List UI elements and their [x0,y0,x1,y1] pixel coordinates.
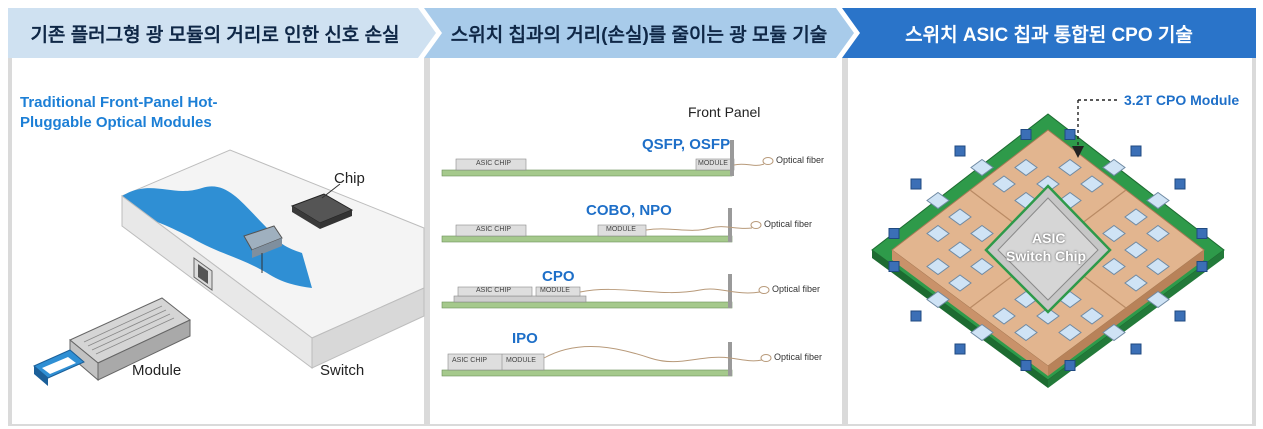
row2-fiber-label: Optical fiber [764,219,813,229]
cpo-fiber-connector [1064,129,1076,140]
chip-label: Chip [334,170,365,187]
row4-fiber-label: Optical fiber [774,352,823,362]
cpo-fiber-connector [1064,360,1076,371]
cpo-module-tile [1014,158,1038,177]
cpo-illustration [871,99,1225,388]
cpo-module-tile [948,208,972,226]
switch-illustration [33,149,425,386]
cpo-module-tile [1102,257,1126,276]
header-1-text: 기존 플러그형 광 모듈의 거리로 인한 신호 손실 [30,24,400,46]
panel-pluggable: Traditional Front-Panel Hot- Pluggable O… [12,58,425,424]
cpo-module-tile [1058,323,1082,342]
cpo-module-tile [1080,307,1104,325]
row-ipo-label: IPO [512,330,538,347]
front-panel-label: Front Panel [688,104,761,120]
asic-chip-label-2: Switch Chip [1006,248,1087,264]
cpo-module-tile [1058,158,1082,177]
cpo-module-tile [926,224,950,243]
cpo-fiber-connector [954,145,966,157]
cpo-module-tile [926,290,950,309]
cpo-module-tile [1102,224,1126,243]
cpo-fiber-connector [1174,310,1186,322]
panel1-title-line1: Traditional Front-Panel Hot- [20,94,218,111]
module-label: Module [132,362,182,379]
switch-label: Switch [320,362,365,379]
cpo-fiber-connector [1020,360,1032,371]
cpo-fiber-connector [1020,129,1032,140]
row1-module-label: MODULE [698,160,728,167]
cpo-fiber-connector [888,261,900,272]
cpo-fiber-connector [910,178,922,190]
cpo-module-tile [970,224,994,243]
cpo-module-tile [992,175,1016,193]
cpo-module-tile [1146,224,1170,243]
cpo-module-tile [970,158,994,177]
cpo-fiber-connector [1130,343,1142,355]
row1-asic-label: ASIC CHIP [476,160,512,167]
row-cobo-label: COBO, NPO [586,202,672,219]
header-3: 스위치 ASIC 칩과 통합된 CPO 기술 [842,8,1256,58]
module-diagram [441,140,774,377]
cpo-module-tile [1036,307,1060,325]
row2-asic-label: ASIC CHIP [476,226,512,233]
cpo-module-tile [1102,158,1126,177]
cpo-module-tile [926,257,950,276]
cpo-fiber-connector [954,343,966,355]
cpo-module-tile [970,257,994,276]
header-3-text: 스위치 ASIC 칩과 통합된 CPO 기술 [905,24,1193,46]
cpo-module-tile [926,191,950,210]
asic-chip-label-1: ASIC [1032,230,1066,246]
cpo-module-tile [1102,323,1126,342]
cpo-module-tile [970,323,994,342]
cpo-fiber-connector [1130,145,1142,157]
cpo-fiber-connector [1196,228,1208,239]
cpo-module-tile [1124,241,1148,259]
row4-module-label: MODULE [506,357,536,364]
cpo-module-tile [1014,323,1038,342]
cpo-module-tile [948,274,972,292]
row-qsfp-label: QSFP, OSFP [642,136,731,153]
cpo-fiber-connector [1196,261,1208,272]
panel-cpo: 3.2T CPO Module ASIC Switch Chip [848,58,1252,424]
cpo-fiber-connector [888,228,900,239]
cpo-module-tile [1124,274,1148,292]
row3-asic-label: ASIC CHIP [476,287,512,294]
cpo-module-tile [1146,257,1170,276]
row-cpo-label: CPO [542,268,575,285]
cpo-module-label: 3.2T CPO Module [1124,92,1240,108]
header-2-text: 스위치 칩과의 거리(손실)를 줄이는 광 모듈 기술 [450,24,828,46]
header-2: 스위치 칩과의 거리(손실)를 줄이는 광 모듈 기술 [424,8,854,58]
panel-module-tech: Front Panel QSFP, OSFP COBO, NPO CPO IPO [430,58,842,424]
row1-fiber-label: Optical fiber [776,155,825,165]
row3-fiber-label: Optical fiber [772,284,821,294]
cpo-module-tile [1124,208,1148,226]
row3-module-label: MODULE [540,287,570,294]
cpo-module-tile [1146,290,1170,309]
row2-module-label: MODULE [606,226,636,233]
cpo-fiber-connector [1174,178,1186,190]
header-1: 기존 플러그형 광 모듈의 거리로 인한 신호 손실 [8,8,436,58]
cpo-module-tile [948,241,972,259]
panel1-title-line2: Pluggable Optical Modules [20,114,212,131]
cpo-fiber-connector [910,310,922,322]
cpo-module-tile [992,307,1016,325]
cpo-module-tile [1080,175,1104,193]
cpo-module-tile [1146,191,1170,210]
row4-asic-label: ASIC CHIP [452,357,488,364]
